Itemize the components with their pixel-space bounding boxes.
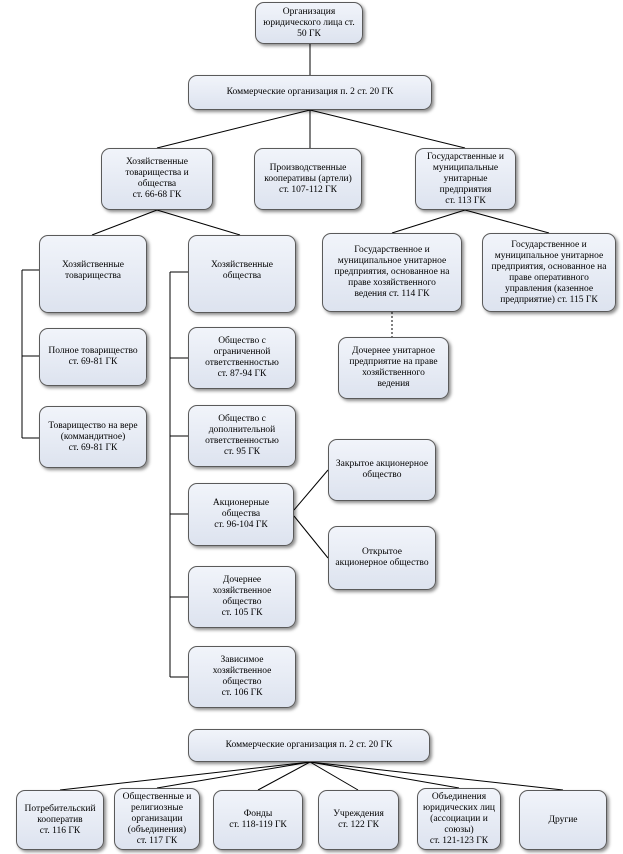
- node-consumer-coop: Потребительский кооператив ст. 116 ГК: [16, 790, 104, 850]
- connector-line: [309, 761, 460, 789]
- connector-line: [309, 109, 466, 149]
- node-commercial-top: Коммерческие организация п. 2 ст. 20 ГК: [188, 75, 432, 110]
- node-open-jsc: Открытое акционерное общество: [328, 526, 436, 590]
- node-others: Другие: [519, 790, 607, 850]
- node-full-partnership: Полное товарищество ст. 69-81 ГК: [39, 328, 147, 386]
- node-public-religious: Общественные и религиозные организации (…: [114, 788, 200, 850]
- node-closed-jsc: Закрытое акционерное общество: [328, 439, 436, 501]
- node-root: Организация юридического лица ст. 50 ГК: [255, 2, 363, 44]
- node-production-coops: Производственные кооперативы (артели) ст…: [254, 148, 362, 210]
- connector-line: [156, 209, 241, 236]
- node-institutions: Учреждения ст. 122 ГК: [318, 790, 399, 850]
- connector-line: [156, 761, 311, 789]
- node-funds: Фонды ст. 118-119 ГК: [213, 790, 303, 850]
- connector-line: [91, 209, 158, 236]
- connector-line: [391, 209, 466, 234]
- connector-line: [156, 109, 311, 149]
- node-econ-partnerships: Хозяйственные товарищества: [39, 235, 147, 313]
- node-econ-companies: Хозяйственные общества: [188, 235, 296, 313]
- connector-line: [309, 761, 359, 791]
- node-state-municipal-enterprises: Государственные и муниципальные унитарны…: [415, 148, 516, 210]
- node-state-economic-mgmt: Государственное и муниципальное унитарно…: [322, 233, 462, 312]
- connector-line: [257, 761, 311, 791]
- node-subsidiary-unitary: Дочернее унитарное предприятие на праве …: [338, 337, 449, 399]
- node-econ-partnerships-and-companies: Хозяйственные товарищества и общества ст…: [101, 148, 213, 210]
- node-subsidiary: Дочернее хозяйственное общество ст. 105 …: [188, 566, 296, 628]
- node-dependent: Зависимое хозяйственное общество ст. 106…: [188, 646, 296, 708]
- connector-line: [293, 469, 329, 511]
- connector-line: [309, 761, 564, 791]
- connector-line: [464, 209, 550, 234]
- connector-line: [293, 515, 329, 559]
- node-llc: Общество с ограниченной ответственностью…: [188, 327, 296, 389]
- node-alc: Общество с дополнительной ответственност…: [188, 405, 296, 467]
- node-limited-partnership: Товарищество на вере (коммандитное) ст. …: [39, 406, 147, 468]
- node-associations: Объединения юридических лиц (ассоциации …: [417, 788, 501, 850]
- connector-line: [59, 761, 311, 791]
- node-commercial-bottom: Коммерческие организация п. 2 ст. 20 ГК: [188, 729, 430, 762]
- node-state-operational-mgmt: Государственное и муниципальное унитарно…: [482, 233, 616, 312]
- node-joint-stock: Акционерные общества ст. 96-104 ГК: [188, 483, 294, 546]
